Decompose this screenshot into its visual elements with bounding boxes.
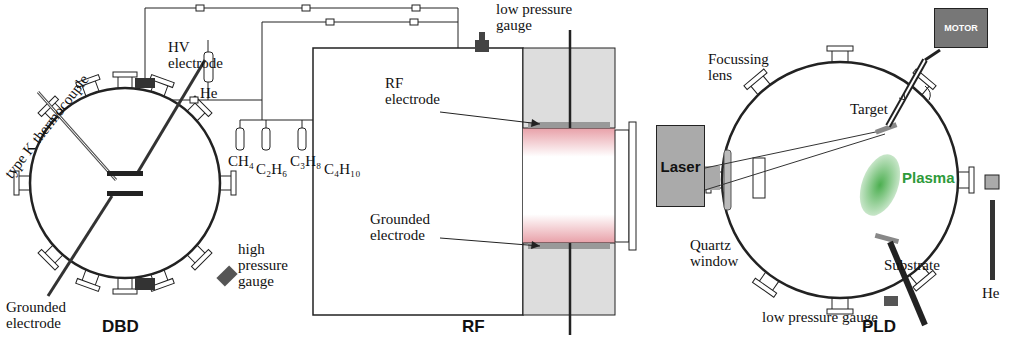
part-label: C₃H₈: [290, 154, 326, 170]
node-text: MOTOR: [944, 23, 977, 33]
part-label: He: [200, 86, 230, 102]
part-label: high pressure gauge: [238, 242, 310, 289]
motor-box: MOTOR: [934, 8, 988, 48]
part-label: Grounded electrode: [370, 212, 452, 244]
part-label: C₄H₁₀: [324, 162, 368, 178]
panel-title: RF: [462, 318, 502, 336]
part-label: low pressure gauge: [496, 2, 578, 34]
part-label: He: [982, 286, 1008, 302]
part-label: HV electrode: [168, 40, 240, 72]
part-label: CH₄: [228, 154, 258, 170]
panel-title: DBD: [102, 318, 162, 336]
part-label: Target: [850, 102, 910, 118]
part-label: Substrate: [884, 258, 964, 274]
part-label: Focussing lens: [708, 52, 780, 84]
part-label: C₂H₆: [256, 162, 292, 178]
part-label: Quartz window: [690, 238, 752, 270]
laser-box: Laser: [656, 125, 705, 207]
node-text: Laser: [660, 158, 700, 175]
part-label: Plasma: [902, 170, 962, 186]
part-label: Grounded electrode: [6, 300, 88, 332]
part-label: RF electrode: [385, 76, 447, 108]
panel-title: PLD: [862, 318, 922, 336]
